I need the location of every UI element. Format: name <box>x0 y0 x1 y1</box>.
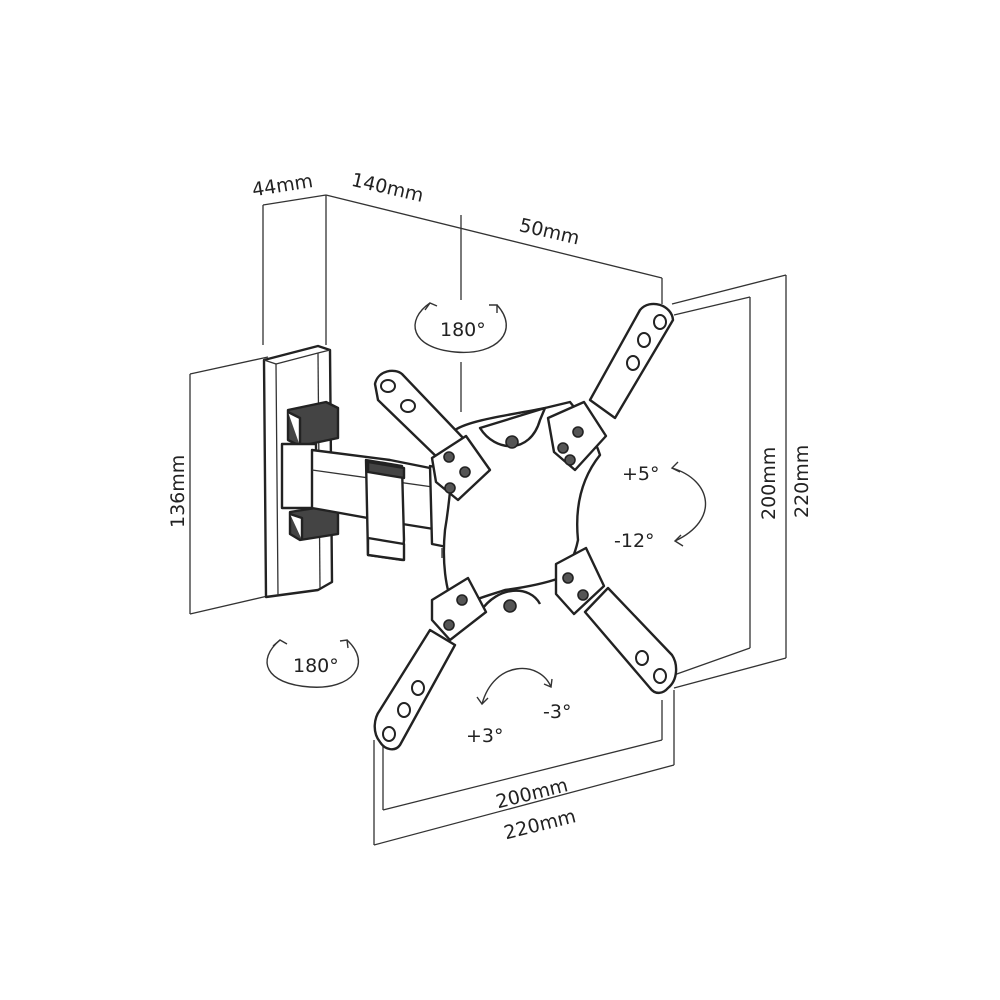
label-swivel-bottom: 180° <box>293 655 339 677</box>
label-arm-length: 140mm <box>349 169 425 207</box>
label-tilt-up: +5° <box>622 463 660 485</box>
rotation-arrow-icon <box>481 667 552 705</box>
rotation-arrows <box>266 302 707 706</box>
swivel-top-arrow-icon <box>414 302 507 354</box>
label-vesa-h-inner: 200mm <box>494 774 570 813</box>
label-vesa-v-outer: 220mm <box>791 445 813 518</box>
label-wall-depth: 44mm <box>251 170 315 201</box>
dimension-lines <box>189 194 787 846</box>
tilt-arrow-icon <box>671 467 707 542</box>
swivel-bottom-arrow-icon <box>266 639 360 688</box>
label-swivel-top: 180° <box>440 319 486 341</box>
label-tilt-down: -12° <box>614 530 655 552</box>
label-rotate-neg: -3° <box>543 701 571 723</box>
label-rotate-pos: +3° <box>466 725 504 747</box>
vesa-plate <box>373 302 678 751</box>
label-plate-height: 136mm <box>167 455 189 528</box>
swing-arm <box>280 400 454 562</box>
label-vesa-h-outer: 220mm <box>502 805 578 844</box>
label-vesa-v-inner: 200mm <box>758 447 780 520</box>
